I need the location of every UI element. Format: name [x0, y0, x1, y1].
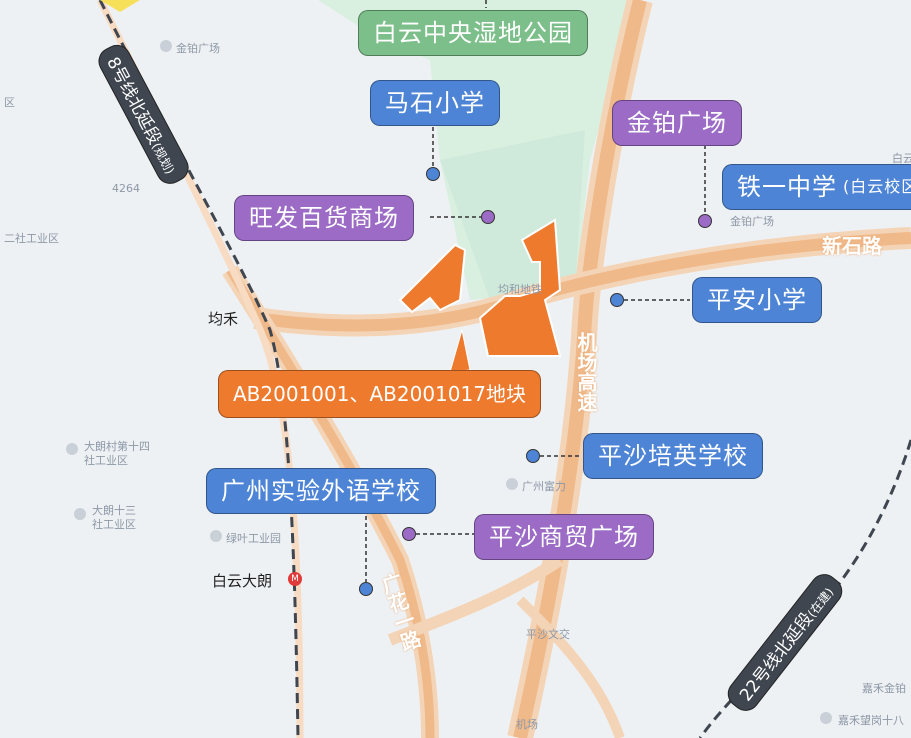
school-label-tieyi[interactable]: 铁一中学 (白云校区: [722, 164, 911, 210]
school-label-peiying[interactable]: 平沙培英学校: [583, 433, 763, 479]
school-tieyi-sub: (白云校区: [843, 177, 911, 196]
faint-jinbo-small: 金铂广场: [730, 215, 774, 228]
metro-station-icon: M: [288, 572, 302, 586]
school-label-pingan[interactable]: 平安小学: [692, 277, 822, 323]
school-label-guangzhou-experimental[interactable]: 广州实验外语学校: [206, 468, 436, 514]
mall-marker-wangfa[interactable]: [481, 210, 495, 224]
school-marker-pingan[interactable]: [610, 293, 624, 307]
mall-label-wangfa[interactable]: 旺发百货商场: [234, 195, 414, 241]
school-label-mashi[interactable]: 马石小学: [370, 80, 500, 126]
school-tieyi-name: 铁一中学: [737, 173, 837, 201]
faint-jiahe: 嘉禾望岗十八: [838, 714, 904, 727]
faint-right-top: 白云: [892, 152, 911, 165]
plot-west: [398, 243, 467, 314]
road-label-xinshi: 新石路: [822, 234, 882, 258]
school-marker-guangzhou-experimental[interactable]: [359, 582, 373, 596]
school-marker-mashi[interactable]: [426, 167, 440, 181]
faint-dalang14: 大朗村第十四: [84, 440, 150, 453]
faint-airport: 机场: [516, 718, 538, 731]
poi-icon: [506, 478, 518, 490]
poi-icon: [66, 443, 78, 455]
faint-dalang13b: 社工业区: [92, 518, 136, 531]
mall-marker-jinbo[interactable]: [698, 214, 712, 228]
faint-junhe: 均和地铁: [498, 283, 542, 296]
school-marker-peiying[interactable]: [526, 449, 540, 463]
faint-road-num: 4264: [112, 182, 140, 195]
faint-lvye: 绿叶工业园: [226, 532, 281, 545]
faint-jinbo-top: 金铂广场: [176, 42, 220, 55]
poi-icon: [160, 40, 172, 52]
mall-marker-pingsha[interactable]: [402, 527, 416, 541]
poi-icon: [210, 530, 222, 542]
leader-lines: [365, 0, 706, 582]
road-label-airport: 机场高速: [574, 332, 598, 412]
station-junhe: 均禾: [208, 310, 239, 328]
faint-dalang13: 大朗十三: [92, 504, 136, 517]
mall-label-jinbo[interactable]: 金铂广场: [612, 100, 742, 146]
faint-pingsha-wen: 平沙文交: [526, 628, 570, 641]
park-label-baiyun-wetland[interactable]: 白云中央湿地公园: [358, 10, 588, 56]
plot-label-ab2001001[interactable]: AB2001001、AB2001017地块: [218, 370, 541, 418]
faint-jiahe-jin: 嘉禾金铂: [862, 682, 906, 695]
poi-icon: [74, 508, 86, 520]
poi-icon: [820, 712, 832, 724]
plot-east: [478, 218, 562, 357]
faint-area: 区: [4, 96, 15, 109]
station-baiyun-dalang: 白云大朗: [212, 572, 273, 590]
faint-dalang14b: 社工业区: [84, 454, 128, 467]
faint-guangzhou-fu: 广州富力: [522, 480, 566, 493]
faint-industrial: 二社工业区: [4, 232, 59, 245]
mall-label-pingsha[interactable]: 平沙商贸广场: [474, 514, 654, 560]
